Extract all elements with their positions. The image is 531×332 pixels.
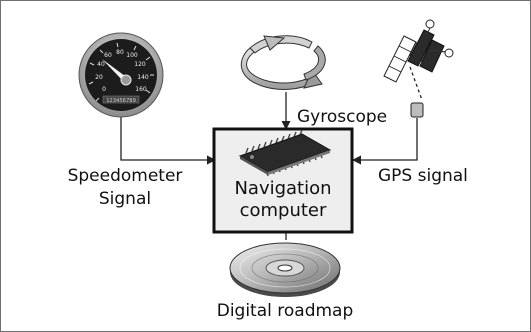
gps-receiver-icon	[410, 102, 424, 118]
dial-number: 100	[126, 52, 138, 59]
dial-number: 160	[135, 86, 147, 93]
gyroscope-icon	[240, 35, 326, 90]
speedometer-connector	[120, 117, 210, 161]
navigation-computer-label-line1: Navigation	[234, 178, 332, 199]
satellite-dashed-line	[409, 66, 423, 101]
navigation-computer-label-line2: computer	[239, 200, 327, 221]
digital-roadmap-label: Digital roadmap	[216, 301, 354, 321]
dial-number: 120	[134, 61, 146, 68]
dial-number: 40	[97, 61, 105, 68]
speedometer-label-line1: Speedometer	[67, 166, 183, 186]
dial-number: 0	[102, 86, 106, 93]
speedometer-icon: 0 20 40 60 80 100 120 140 160 123456789	[78, 32, 164, 118]
chip-icon	[238, 129, 332, 177]
speedometer-arrowhead	[207, 155, 216, 165]
dial-number: 20	[95, 74, 103, 81]
dial-number: 80	[116, 49, 124, 56]
dial-number: 60	[104, 52, 112, 59]
dial-number: 140	[137, 74, 149, 81]
speedometer-label-line2: Signal	[98, 189, 152, 209]
gps-connector	[358, 118, 418, 161]
gyroscope-label: Gyroscope	[297, 107, 388, 127]
gps-signal-label: GPS signal	[378, 166, 468, 186]
satellite-icon	[383, 19, 454, 83]
connector-lines	[120, 66, 423, 240]
gps-arrowhead	[352, 155, 361, 165]
cd-disc-icon	[229, 242, 341, 297]
gyroscope-arrowhead	[281, 121, 291, 130]
odometer-readout: 123456789	[106, 98, 136, 104]
